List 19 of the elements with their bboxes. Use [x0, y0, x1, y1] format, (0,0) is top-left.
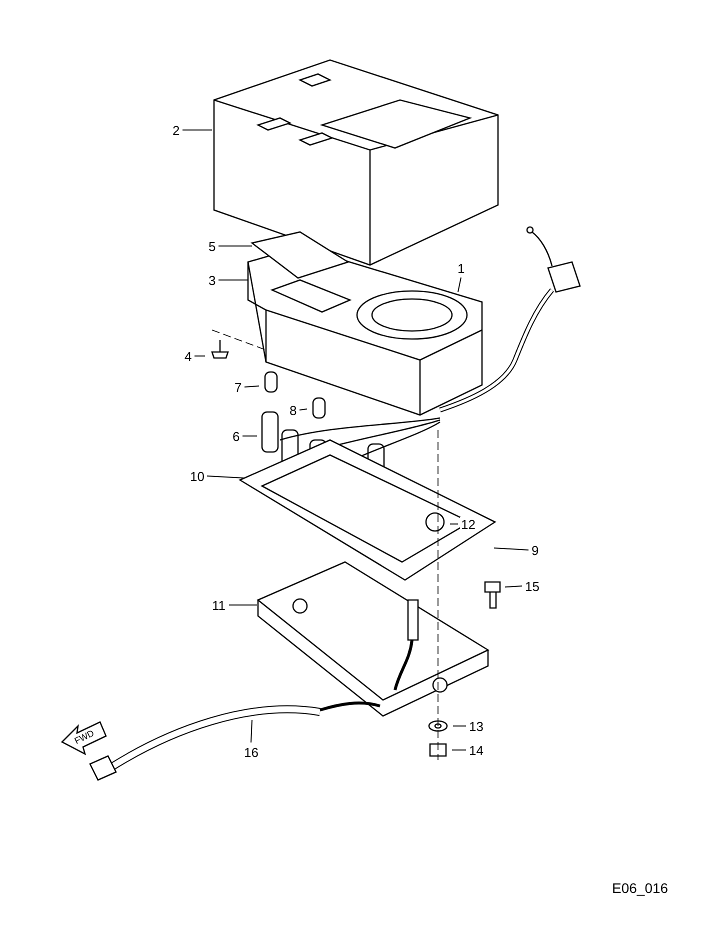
callout-number: 9 — [530, 542, 540, 558]
direction-label: FWD — [72, 728, 96, 746]
callout-number: 12 — [460, 516, 476, 532]
callout-number: 2 — [172, 122, 181, 138]
callout-number: 13 — [468, 718, 484, 734]
leader-line — [206, 476, 244, 478]
callout-number: 3 — [208, 272, 217, 288]
callout-number: 16 — [243, 744, 260, 760]
leader-line — [244, 386, 260, 388]
callout-number: 10 — [189, 468, 206, 484]
leader-line — [494, 548, 529, 550]
callout-number: 8 — [288, 402, 298, 418]
drawing-code: E06_016 — [612, 880, 668, 896]
callout-number: 6 — [232, 428, 241, 444]
leader-line — [228, 604, 258, 606]
leader-line — [299, 408, 308, 410]
leader-line — [504, 586, 522, 588]
leader-line — [250, 720, 252, 743]
leader-line — [458, 277, 462, 292]
